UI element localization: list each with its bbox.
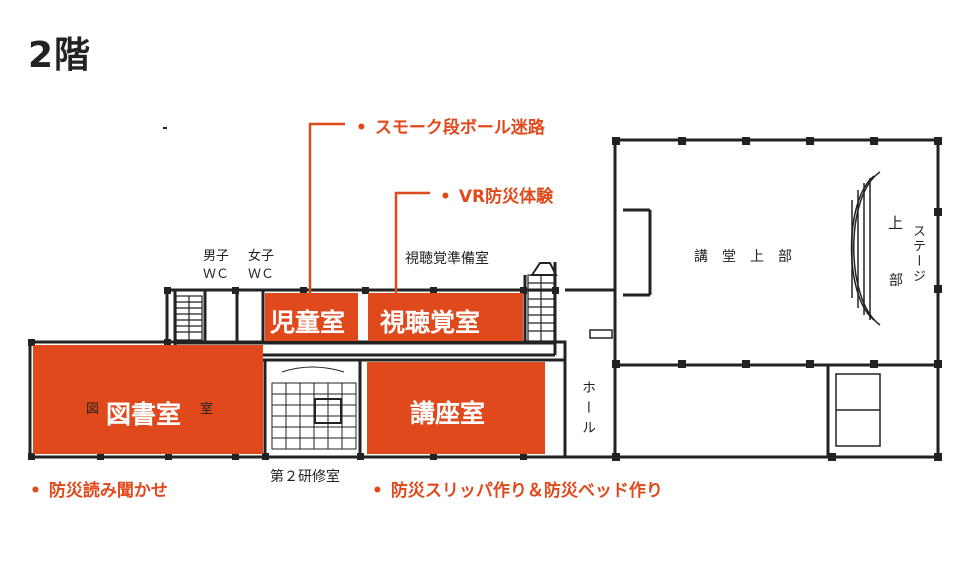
stairs-left bbox=[175, 295, 203, 341]
wc-female-label-2: ＷＣ bbox=[248, 267, 275, 282]
left-wing-columns bbox=[28, 287, 559, 460]
library-area bbox=[33, 345, 263, 454]
seminar-room-floor bbox=[271, 366, 357, 450]
floor-title: 2階 bbox=[28, 35, 92, 76]
event-smoke-maze-text: スモーク段ボール迷路 bbox=[374, 118, 545, 138]
library-small-label: 図 bbox=[86, 402, 100, 417]
hall-door bbox=[589, 329, 613, 339]
bullet-icon: • bbox=[372, 481, 383, 501]
lecture-room-area bbox=[367, 362, 545, 454]
callout-lines bbox=[308, 122, 430, 293]
wc-male-label-2: ＷＣ bbox=[203, 267, 230, 282]
auditorium-upper-label: 講 堂 上 部 bbox=[694, 249, 792, 265]
library-tail-label: 室 bbox=[200, 402, 214, 417]
av-room-area bbox=[368, 293, 523, 341]
lower-right-room bbox=[835, 373, 881, 447]
wc-male-label-1: 男子 bbox=[203, 249, 230, 264]
childrens-room-area bbox=[265, 293, 358, 341]
lecture-room-label: 講座室 bbox=[410, 399, 486, 428]
right-block-walls bbox=[563, 138, 940, 459]
library-label: 図書室 bbox=[106, 400, 182, 429]
av-room-label: 視聴覚室 bbox=[380, 308, 481, 337]
right-block-columns bbox=[612, 137, 942, 461]
stage-upper-label-1: 上 bbox=[888, 214, 904, 232]
stage-curtain bbox=[850, 171, 881, 326]
bullet-icon: • bbox=[440, 187, 451, 207]
bullet-icon: • bbox=[30, 481, 41, 501]
bullet-icon: • bbox=[356, 118, 367, 138]
event-vr-disaster: • VR防災体験 bbox=[440, 182, 553, 207]
hall-label: ホール bbox=[580, 380, 596, 440]
seminar-room-label: 第２研修室 bbox=[270, 469, 340, 485]
event-smoke-maze: • スモーク段ボール迷路 bbox=[356, 113, 545, 138]
wc-female-label-1: 女子 bbox=[248, 249, 275, 264]
event-vr-disaster-text: VR防災体験 bbox=[458, 187, 554, 207]
stage-upper-label-2: ステージ bbox=[910, 224, 925, 284]
childrens-room-label: 児童室 bbox=[270, 308, 346, 337]
event-slippers-beds-text: 防災スリッパ作り＆防災ベッド作り bbox=[390, 481, 663, 501]
stage-upper-label-3: 部 bbox=[889, 273, 903, 289]
event-reading-text: 防災読み聞かせ bbox=[48, 481, 168, 501]
event-slippers-beds: • 防災スリッパ作り＆防災ベッド作り bbox=[372, 476, 663, 501]
av-prep-label: 視聴覚準備室 bbox=[405, 251, 489, 267]
stairs-right bbox=[527, 262, 558, 342]
event-reading: • 防災読み聞かせ bbox=[30, 476, 168, 501]
